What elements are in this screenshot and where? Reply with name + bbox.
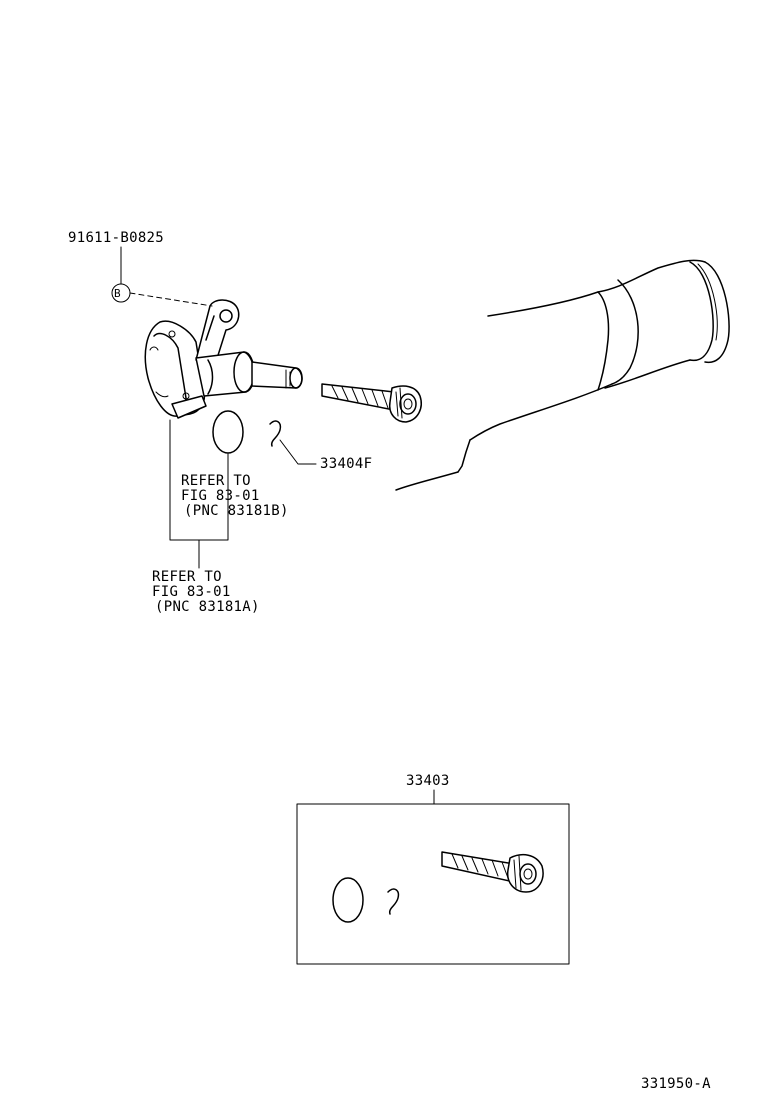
bolt-symbol-label: B [114,287,121,300]
refer-a-line1: REFER TO [152,569,222,585]
driven-gear-upper [321,383,422,423]
refer-b-line1: REFER TO [181,473,251,489]
driven-gear-sleeve [144,299,303,419]
o-ring-upper [212,410,244,454]
clip-upper [269,420,282,447]
refer-a-line2: FIG 83-01 [152,584,231,600]
refer-a-line3: (PNC 83181A) [155,599,260,615]
leader-lines [120,246,435,805]
figure-id: 331950-A [641,1076,711,1092]
refer-b-line2: FIG 83-01 [181,488,260,504]
clip-kit [387,888,400,915]
refer-b-line3: (PNC 83181B) [184,503,289,519]
kit-box [296,803,570,965]
bolt-symbol-circle [111,283,131,303]
transmission-housing [395,259,730,491]
kit-contents [332,851,544,923]
kit-part-number: 33403 [406,773,450,789]
o-ring-kit [332,877,364,923]
clip-part-number: 33404F [320,456,373,472]
bolt-part-number: 91611-B0825 [68,230,165,246]
driven-gear-kit [441,851,544,893]
